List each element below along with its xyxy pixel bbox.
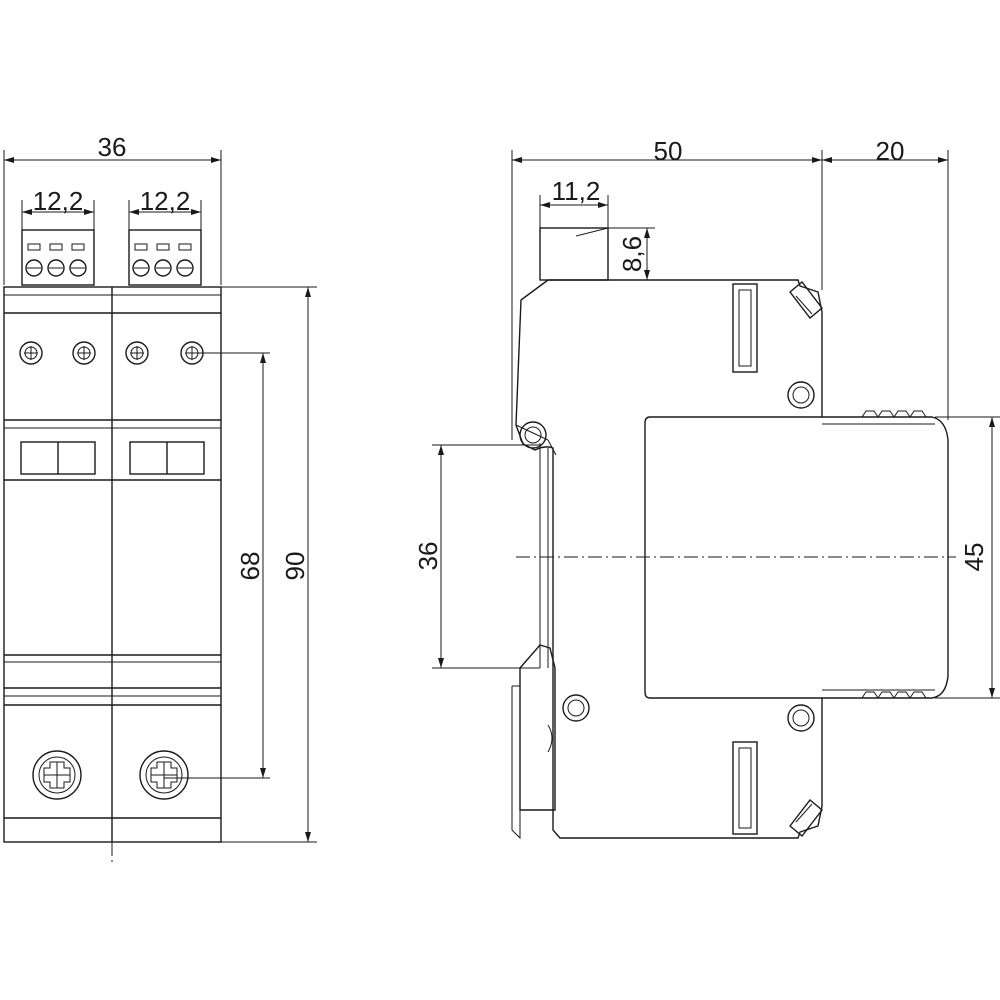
screw-top-2: [72, 341, 96, 365]
clip-bottom: [789, 798, 823, 838]
rivet-bottom-left: [562, 694, 590, 722]
dimension-front-inner-height: 68: [164, 352, 270, 779]
slot-bottom: [732, 741, 758, 835]
dimension-front-width: 36: [3, 132, 222, 285]
terminal-block-left: [21, 229, 95, 286]
side-view: 50 20 11,2 8,6 36: [413, 136, 1000, 840]
dimension-terminal-right: 12,2: [128, 186, 202, 230]
rivet-top-right: [787, 381, 815, 409]
dimension-side-depth: 50: [511, 136, 823, 440]
dim-label-side-plug-width: 11,2: [552, 176, 601, 206]
dim-label-terminal-left: 12,2: [33, 186, 84, 216]
rail-hook-bottom: [511, 644, 556, 840]
dimension-side-plug-height: 8,6: [608, 227, 655, 281]
dimension-terminal-left: 12,2: [21, 186, 95, 230]
status-window-left: [20, 441, 96, 475]
clip-top: [789, 280, 823, 320]
dimension-side-cover-depth: 20: [822, 136, 949, 420]
slot-top: [732, 283, 758, 373]
screw-bottom-left: [32, 750, 82, 800]
dimension-front-total-height: 90: [221, 286, 317, 843]
dim-label-side-rail-height: 36: [413, 542, 443, 571]
side-body-outline: [515, 279, 823, 839]
rivet-top-left: [519, 421, 547, 449]
dim-label-front-width: 36: [98, 132, 127, 162]
dim-label-terminal-right: 12,2: [140, 186, 191, 216]
terminal-block-right: [128, 229, 202, 286]
front-view: 36 12,2 12,2 68 90: [3, 132, 317, 865]
dim-label-side-cover-height: 45: [959, 543, 989, 572]
dimension-side-rail-height: 36: [413, 444, 540, 669]
dimension-side-cover-height: 45: [935, 416, 1000, 699]
status-window-right: [129, 441, 205, 475]
dim-label-side-depth: 50: [654, 136, 683, 166]
dim-label-front-inner-height: 68: [235, 552, 265, 581]
side-plug: [539, 227, 609, 281]
screw-bottom-right: [139, 750, 189, 800]
dim-label-side-plug-height: 8,6: [617, 236, 647, 272]
dimension-side-plug-width: 11,2: [539, 176, 609, 228]
rivet-bottom-right: [787, 704, 815, 732]
screw-top-3: [125, 341, 149, 365]
dim-label-front-total-height: 90: [280, 552, 310, 581]
screw-top-1: [19, 341, 43, 365]
side-cover: [822, 410, 949, 699]
dim-label-side-cover-depth: 20: [876, 136, 905, 166]
